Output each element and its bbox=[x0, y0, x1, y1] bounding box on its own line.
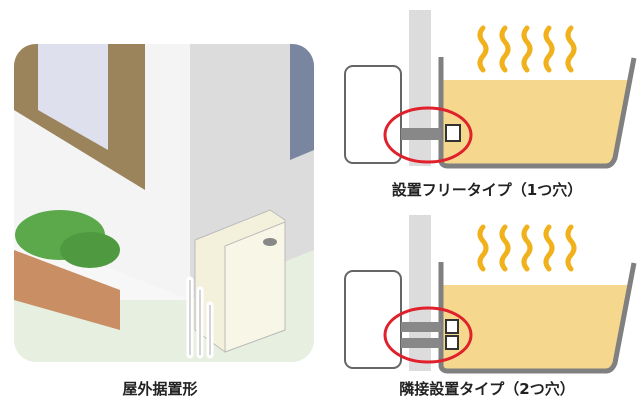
adapter-hole bbox=[445, 335, 459, 350]
highlight-circle bbox=[383, 306, 473, 364]
steam-icon bbox=[480, 227, 574, 269]
bathtub bbox=[438, 262, 637, 374]
free-type-caption: 設置フリータイプ（1つ穴） bbox=[391, 181, 583, 199]
vent-louver bbox=[290, 44, 314, 160]
adapter-hole bbox=[445, 124, 461, 142]
pipe bbox=[401, 128, 441, 140]
window-glass bbox=[38, 44, 108, 150]
bathtub bbox=[438, 57, 637, 169]
outdoor-caption: 屋外据置形 bbox=[122, 380, 198, 398]
pipes bbox=[189, 280, 211, 355]
brick-planter bbox=[14, 250, 120, 330]
adapter-hole bbox=[445, 319, 459, 334]
bath-water bbox=[441, 80, 630, 165]
pipe bbox=[401, 338, 441, 348]
outdoor-installation-illustration bbox=[14, 44, 314, 362]
bath-water bbox=[441, 285, 630, 370]
adjacent-type-diagram bbox=[344, 215, 637, 374]
adjacent-type-caption: 隣接設置タイプ（2つ穴） bbox=[399, 380, 575, 398]
wall bbox=[409, 10, 431, 166]
highlight-circle bbox=[383, 106, 473, 164]
free-type-diagram bbox=[344, 10, 637, 169]
pipe bbox=[401, 322, 441, 332]
steam-icon bbox=[480, 28, 574, 70]
